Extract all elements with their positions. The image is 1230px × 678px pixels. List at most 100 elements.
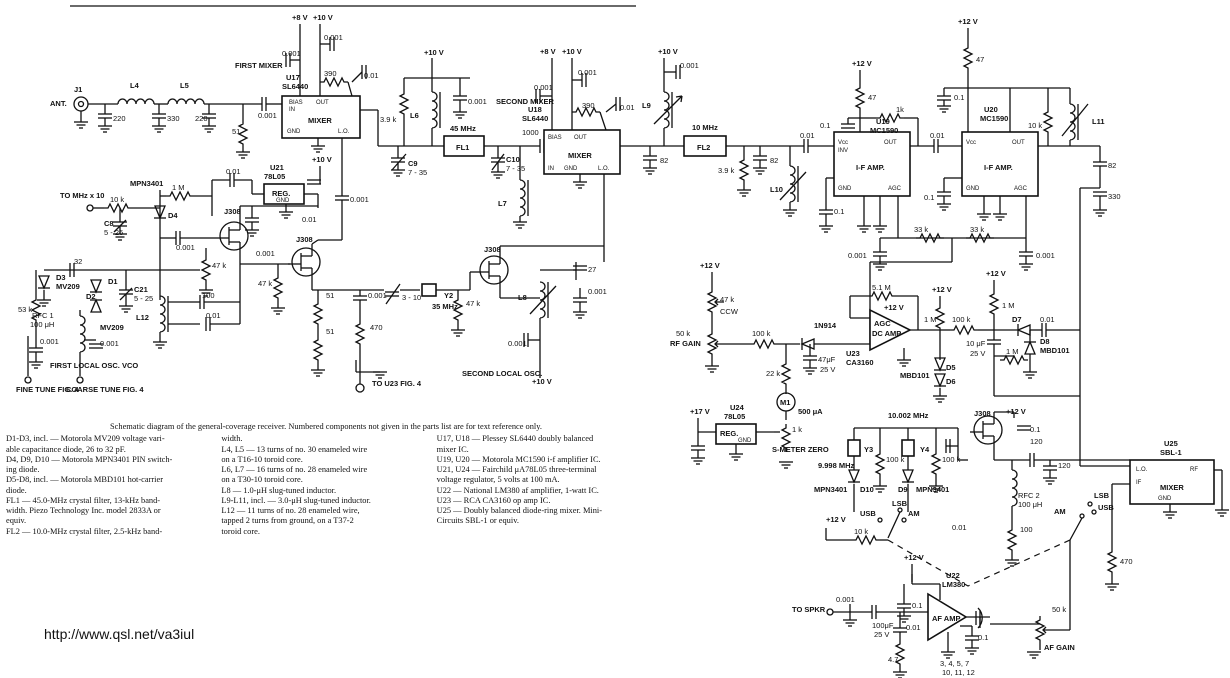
u19-if-amp-label: I-F AMP. <box>856 163 885 172</box>
j308-label-d: J308 <box>974 409 991 418</box>
to-u23-label: TO U23 FIG. 4 <box>372 379 422 388</box>
fine-tune-label: FINE TUNE FIG. 4 <box>16 385 79 394</box>
u23-dc-amp-label: DC AMP <box>872 329 901 338</box>
parts-line: L9-L11, incl. — 3.0-μH slug-tuned induct… <box>221 495 371 505</box>
mpn3401-label-a: MPN3401 <box>130 179 163 188</box>
c-001-i: 0.001 <box>1036 251 1055 260</box>
u21-reg-label: REG. <box>272 189 290 198</box>
u20-agc-pin: AGC <box>1014 186 1028 192</box>
rail-8v-a: +8 V <box>292 13 308 22</box>
mode-switch-a[interactable] <box>887 511 901 539</box>
fl2-freq: 10 MHz <box>692 123 718 132</box>
u23-part: CA3160 <box>846 358 874 367</box>
first-lo-label: FIRST LOCAL OSC. VCO <box>50 361 138 370</box>
rail-12v-h: +12 V <box>826 515 846 524</box>
mode-switch-b[interactable] <box>1069 517 1083 541</box>
d7-label: D7 <box>1012 315 1022 324</box>
c-001-l: 0.001 <box>256 249 275 258</box>
switch-ganging <box>887 539 1071 587</box>
c-01uf-d: 0.1 <box>924 193 934 202</box>
parts-line: width. Piezo Technology Inc. model 2833A… <box>6 506 161 515</box>
c-220-a: 220 <box>113 114 126 123</box>
r-51-b: 51 <box>326 291 334 300</box>
u17-label: U17 <box>286 73 300 82</box>
af-amp-u22 <box>927 592 968 642</box>
c-001-o: 0.001 <box>100 339 119 348</box>
rail-12v-e: +12 V <box>932 285 952 294</box>
c-47uf-voltage: 25 V <box>820 365 835 374</box>
u17-mixer-label: MIXER <box>308 116 332 125</box>
c-001-r: 0.001 <box>836 595 855 604</box>
c-001-p: 0.001 <box>588 287 607 296</box>
u23-agc-label: AGC <box>874 319 891 328</box>
af-gain-label[interactable]: AF GAIN <box>1044 643 1075 652</box>
c-01-j: 0.01 <box>906 623 921 632</box>
u25-if-pin: IF <box>1136 480 1142 486</box>
usb-switch-label-b[interactable]: USB <box>1098 503 1114 512</box>
u20-out-pin: OUT <box>1012 140 1025 146</box>
u18-label: U18 <box>528 105 542 114</box>
u19-vcc-pin: Vcc <box>838 140 848 146</box>
c-001-e: 0.001 <box>534 83 553 92</box>
parts-line: tapped 2 turns from ground, on a T37-2 <box>221 516 354 526</box>
c-120-b: 120 <box>1058 461 1071 470</box>
c8-value: 5 - 26 <box>104 228 123 237</box>
c-330-b: 330 <box>1108 192 1121 201</box>
parts-line: able capacitance diode, 26 to 32 pF. <box>6 444 126 454</box>
mpn3401-label-c: MPN3401 <box>916 485 949 494</box>
d10-label: D10 <box>860 485 874 494</box>
am-switch-label-a[interactable]: AM <box>908 509 920 518</box>
r-1m-b: 1 M <box>924 315 937 324</box>
crystal-y3 <box>847 439 861 457</box>
m1-value: 500 μA <box>798 407 823 416</box>
d4-label: D4 <box>168 211 178 220</box>
antenna-jack-j1 <box>73 96 89 112</box>
l11-label: L11 <box>1092 117 1105 126</box>
lsb-switch-label-a[interactable]: LSB <box>892 499 908 508</box>
parts-line: U21, U24 — Fairchild μA78L05 three-termi… <box>436 465 597 474</box>
u18-out-pin: OUT <box>574 135 587 141</box>
second-mixer-u18 <box>543 129 621 175</box>
l7-label: L7 <box>498 199 507 208</box>
u25-label: U25 <box>1164 439 1178 448</box>
u20-part: MC1590 <box>980 114 1008 123</box>
u19-part: MC1590 <box>870 126 898 135</box>
u17-lo-pin: L.O. <box>338 129 350 135</box>
c-82-c: 82 <box>1108 161 1116 170</box>
am-switch-label-b[interactable]: AM <box>1054 507 1066 516</box>
jfet-j308-b <box>287 243 321 281</box>
rfc2-label: RFC 2 <box>1018 491 1040 500</box>
rail-10v-d: +10 V <box>658 47 678 56</box>
source-url[interactable]: http://www.qsl.net/va3iul <box>44 626 195 642</box>
rail-12v-f: +12 V <box>986 269 1006 278</box>
second-mixer-label: SECOND MIXER <box>496 97 555 106</box>
c-01-f: 0.01 <box>302 215 317 224</box>
r-53k: 53 k <box>18 305 32 314</box>
rail-10v-a: +10 V <box>313 13 333 22</box>
u22-af-amp-label: AF AMP <box>932 614 960 623</box>
c-32: 32 <box>74 257 82 266</box>
lsb-switch-label-b[interactable]: LSB <box>1094 491 1110 500</box>
u18-in-pin: IN <box>548 166 554 172</box>
antenna-label: ANT. <box>50 99 67 108</box>
parts-line: width. <box>221 434 243 444</box>
r-10k-a: 10 k <box>1028 121 1042 130</box>
c-220-b: 220 <box>195 114 208 123</box>
c-82-a: 82 <box>660 156 668 165</box>
c21-value: 5 - 25 <box>134 294 153 303</box>
u19-inv-pin: INV <box>838 148 848 154</box>
m1-label: M1 <box>780 398 790 407</box>
c-10uf-voltage: 25 V <box>970 349 985 358</box>
d9-label: D9 <box>898 485 908 494</box>
y3-label: Y3 <box>864 445 873 454</box>
j308-label-b: J308 <box>296 235 313 244</box>
fl1-freq: 45 MHz <box>450 124 476 133</box>
r-470-b: 470 <box>1120 557 1133 566</box>
usb-switch-label-a[interactable]: USB <box>860 509 876 518</box>
u19-gnd-pin: GND <box>838 186 852 192</box>
parts-line: U25 — Doubly balanced diode-ring mixer. … <box>436 506 603 515</box>
parts-line: U23 — RCA CA3160 op amp IC. <box>436 495 551 505</box>
l4-label: L4 <box>130 81 140 90</box>
c-82-b: 82 <box>770 156 778 165</box>
c-01uf-a: 0.1 <box>820 121 830 130</box>
